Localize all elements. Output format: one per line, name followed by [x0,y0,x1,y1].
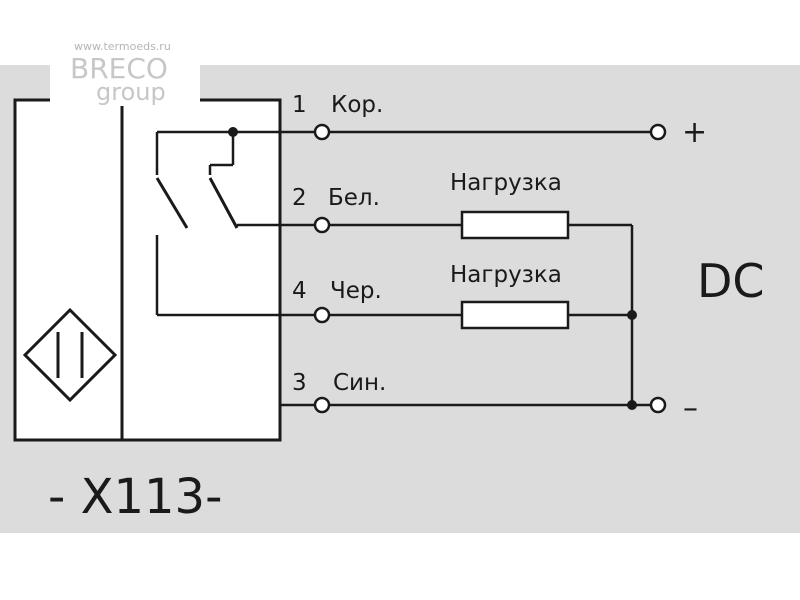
watermark-brand-sub: group [96,78,166,106]
load-label-1: Нагрузка [450,170,562,196]
load-label-2: Нагрузка [450,262,562,288]
terminal-3 [313,396,331,414]
switch-contact-no [208,177,239,229]
supply-terminal-minus [649,396,667,414]
terminal-4 [313,306,331,324]
switch-contact-nc [155,177,189,229]
junction-internal [228,127,238,137]
terminal-4-number: 4 [292,278,307,304]
junction-minus [627,400,637,410]
terminal-1-number: 1 [292,92,307,118]
terminal-2 [313,216,331,234]
supply-minus-label: – [683,391,698,426]
watermark-brand: BRECO [70,52,168,85]
load-resistor-2 [460,300,570,330]
supply-plus-label: + [682,115,707,150]
sensor-housing [13,98,282,442]
terminal-3-number: 3 [292,370,307,396]
supply-terminal-plus [649,123,667,141]
supply-type-label: DC [697,254,765,308]
terminal-2-number: 2 [292,185,307,211]
junction-load-4 [627,310,637,320]
terminal-1-name: Кор. [331,92,383,118]
sensor-symbol-diamond [22,307,118,403]
model-label: - X113- [48,469,222,525]
terminal-2-name: Бел. [328,185,380,211]
watermark-url: www.termoeds.ru [74,40,171,53]
watermark-box [50,38,200,106]
terminal-3-name: Син. [333,370,386,396]
terminal-1 [313,123,331,141]
terminal-4-name: Чер. [330,278,382,304]
load-resistor-1 [460,210,570,240]
